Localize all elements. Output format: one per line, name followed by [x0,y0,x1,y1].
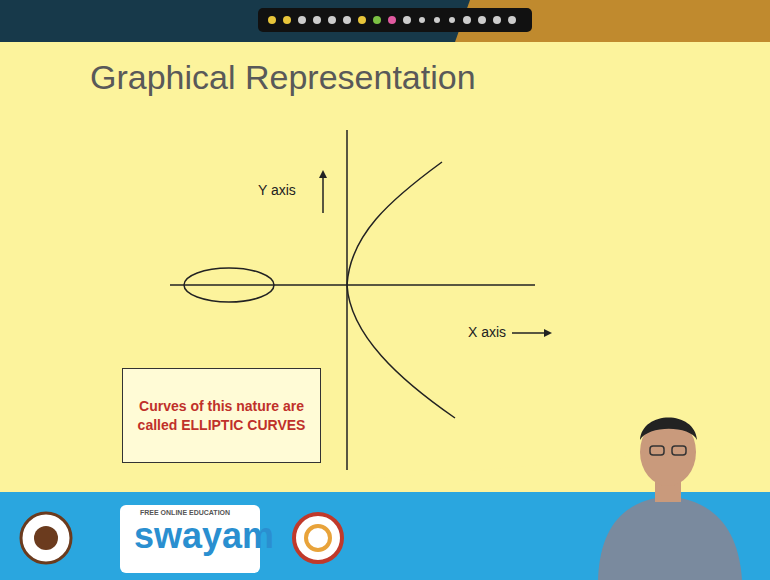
slide-title: Graphical Representation [90,58,476,97]
curve-branch [347,162,455,418]
curve-oval [184,268,274,302]
x-axis-line [170,284,535,286]
axis-label: Y axis [258,183,296,197]
y-direction-arrow [322,176,324,213]
x-direction-arrow [512,332,546,334]
bottom-band [0,492,770,580]
arrow-head [544,329,552,337]
toolbar-icons [268,16,516,24]
top-bar [0,0,770,42]
logo-wordmark: swayam [134,518,274,554]
arrow-head [319,170,327,178]
iit-logo [21,513,71,563]
nptel-logo [294,514,342,562]
toolbar [258,8,532,32]
note-box: Curves of this nature are called ELLIPTI… [122,368,321,463]
nptel-logo-inner [306,526,330,550]
iit-logo-core [34,526,58,550]
axis-label: X axis [468,325,506,339]
logo-tagline: FREE ONLINE EDUCATION [140,509,230,516]
y-axis-line [346,130,348,470]
presenter [598,418,742,580]
note-text: Curves of this nature are called ELLIPTI… [133,397,310,433]
